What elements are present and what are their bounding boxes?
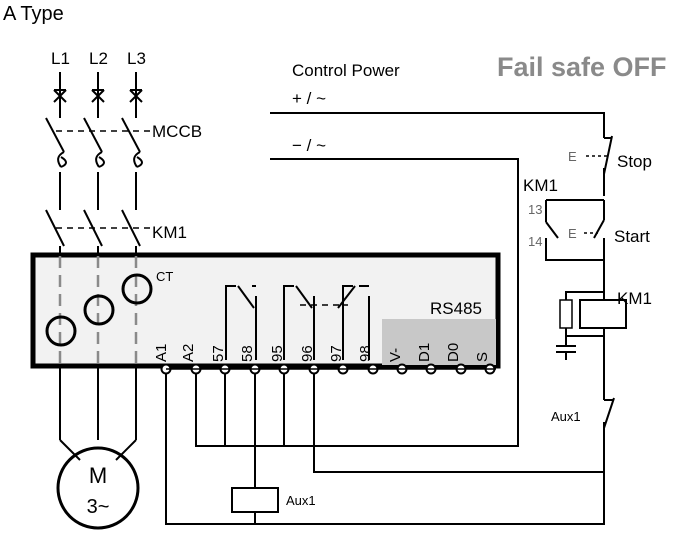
diagram-title: A Type <box>3 3 64 25</box>
aux1-contact-label: Aux1 <box>551 409 581 424</box>
motor-feed <box>59 368 137 461</box>
contact-13-label: 13 <box>528 202 542 217</box>
ct-label: CT <box>156 269 173 284</box>
start-actuator-label: E <box>568 226 577 241</box>
three-phase-supply <box>53 72 143 118</box>
control-power-label: Control Power <box>292 61 400 80</box>
positive-supply-label: + / ~ <box>292 89 326 108</box>
stop-label: Stop <box>617 152 652 171</box>
terminal-label: A2 <box>180 344 197 362</box>
aux1-coil-label: Aux1 <box>286 493 316 508</box>
stop-button <box>586 135 613 196</box>
contact-14-label: 14 <box>528 234 542 249</box>
km1-coil <box>556 291 627 400</box>
terminal-label: D1 <box>416 343 433 362</box>
motor-label-phase: 3~ <box>87 496 110 518</box>
terminal-label: 95 <box>269 345 286 362</box>
terminal-label: 97 <box>328 345 345 362</box>
phase-l1-label: L1 <box>51 49 70 68</box>
phase-l2-label: L2 <box>89 49 108 68</box>
start-label: Start <box>614 227 650 246</box>
km1-contactor-label: KM1 <box>152 223 187 242</box>
terminal-label: 58 <box>239 345 256 362</box>
mccb-label: MCCB <box>152 122 202 141</box>
terminal-label: 98 <box>357 345 374 362</box>
terminal-label: A1 <box>153 344 170 362</box>
terminal-label: 96 <box>299 345 316 362</box>
aux1-contact <box>603 397 615 472</box>
phase-l3-label: L3 <box>127 49 146 68</box>
km1-holding-label: KM1 <box>523 176 558 195</box>
aux1-relay-coil <box>231 487 279 513</box>
negative-supply-label: − / ~ <box>292 136 326 155</box>
terminal-label: D0 <box>445 343 462 362</box>
motor-label-m: M <box>89 463 107 488</box>
terminal-label: V- <box>387 348 404 362</box>
terminal-label: S <box>474 352 491 362</box>
current-transformers <box>45 256 153 365</box>
rs485-label: RS485 <box>430 299 482 318</box>
mccb-breaker <box>45 117 150 210</box>
motor <box>56 446 140 530</box>
rs485-port-area <box>382 319 496 365</box>
km1-main-contacts <box>45 209 150 254</box>
stop-actuator-label: E <box>568 149 577 164</box>
km1-coil-label: KM1 <box>617 289 652 308</box>
start-circuit <box>545 199 605 300</box>
fail-safe-mode-label: Fail safe OFF <box>497 52 667 82</box>
terminal-label: 57 <box>210 345 227 362</box>
terminal-labels: A1 A2 57 58 95 96 97 98 V- D1 D0 S <box>153 343 491 362</box>
internal-relay-contacts <box>225 285 370 360</box>
